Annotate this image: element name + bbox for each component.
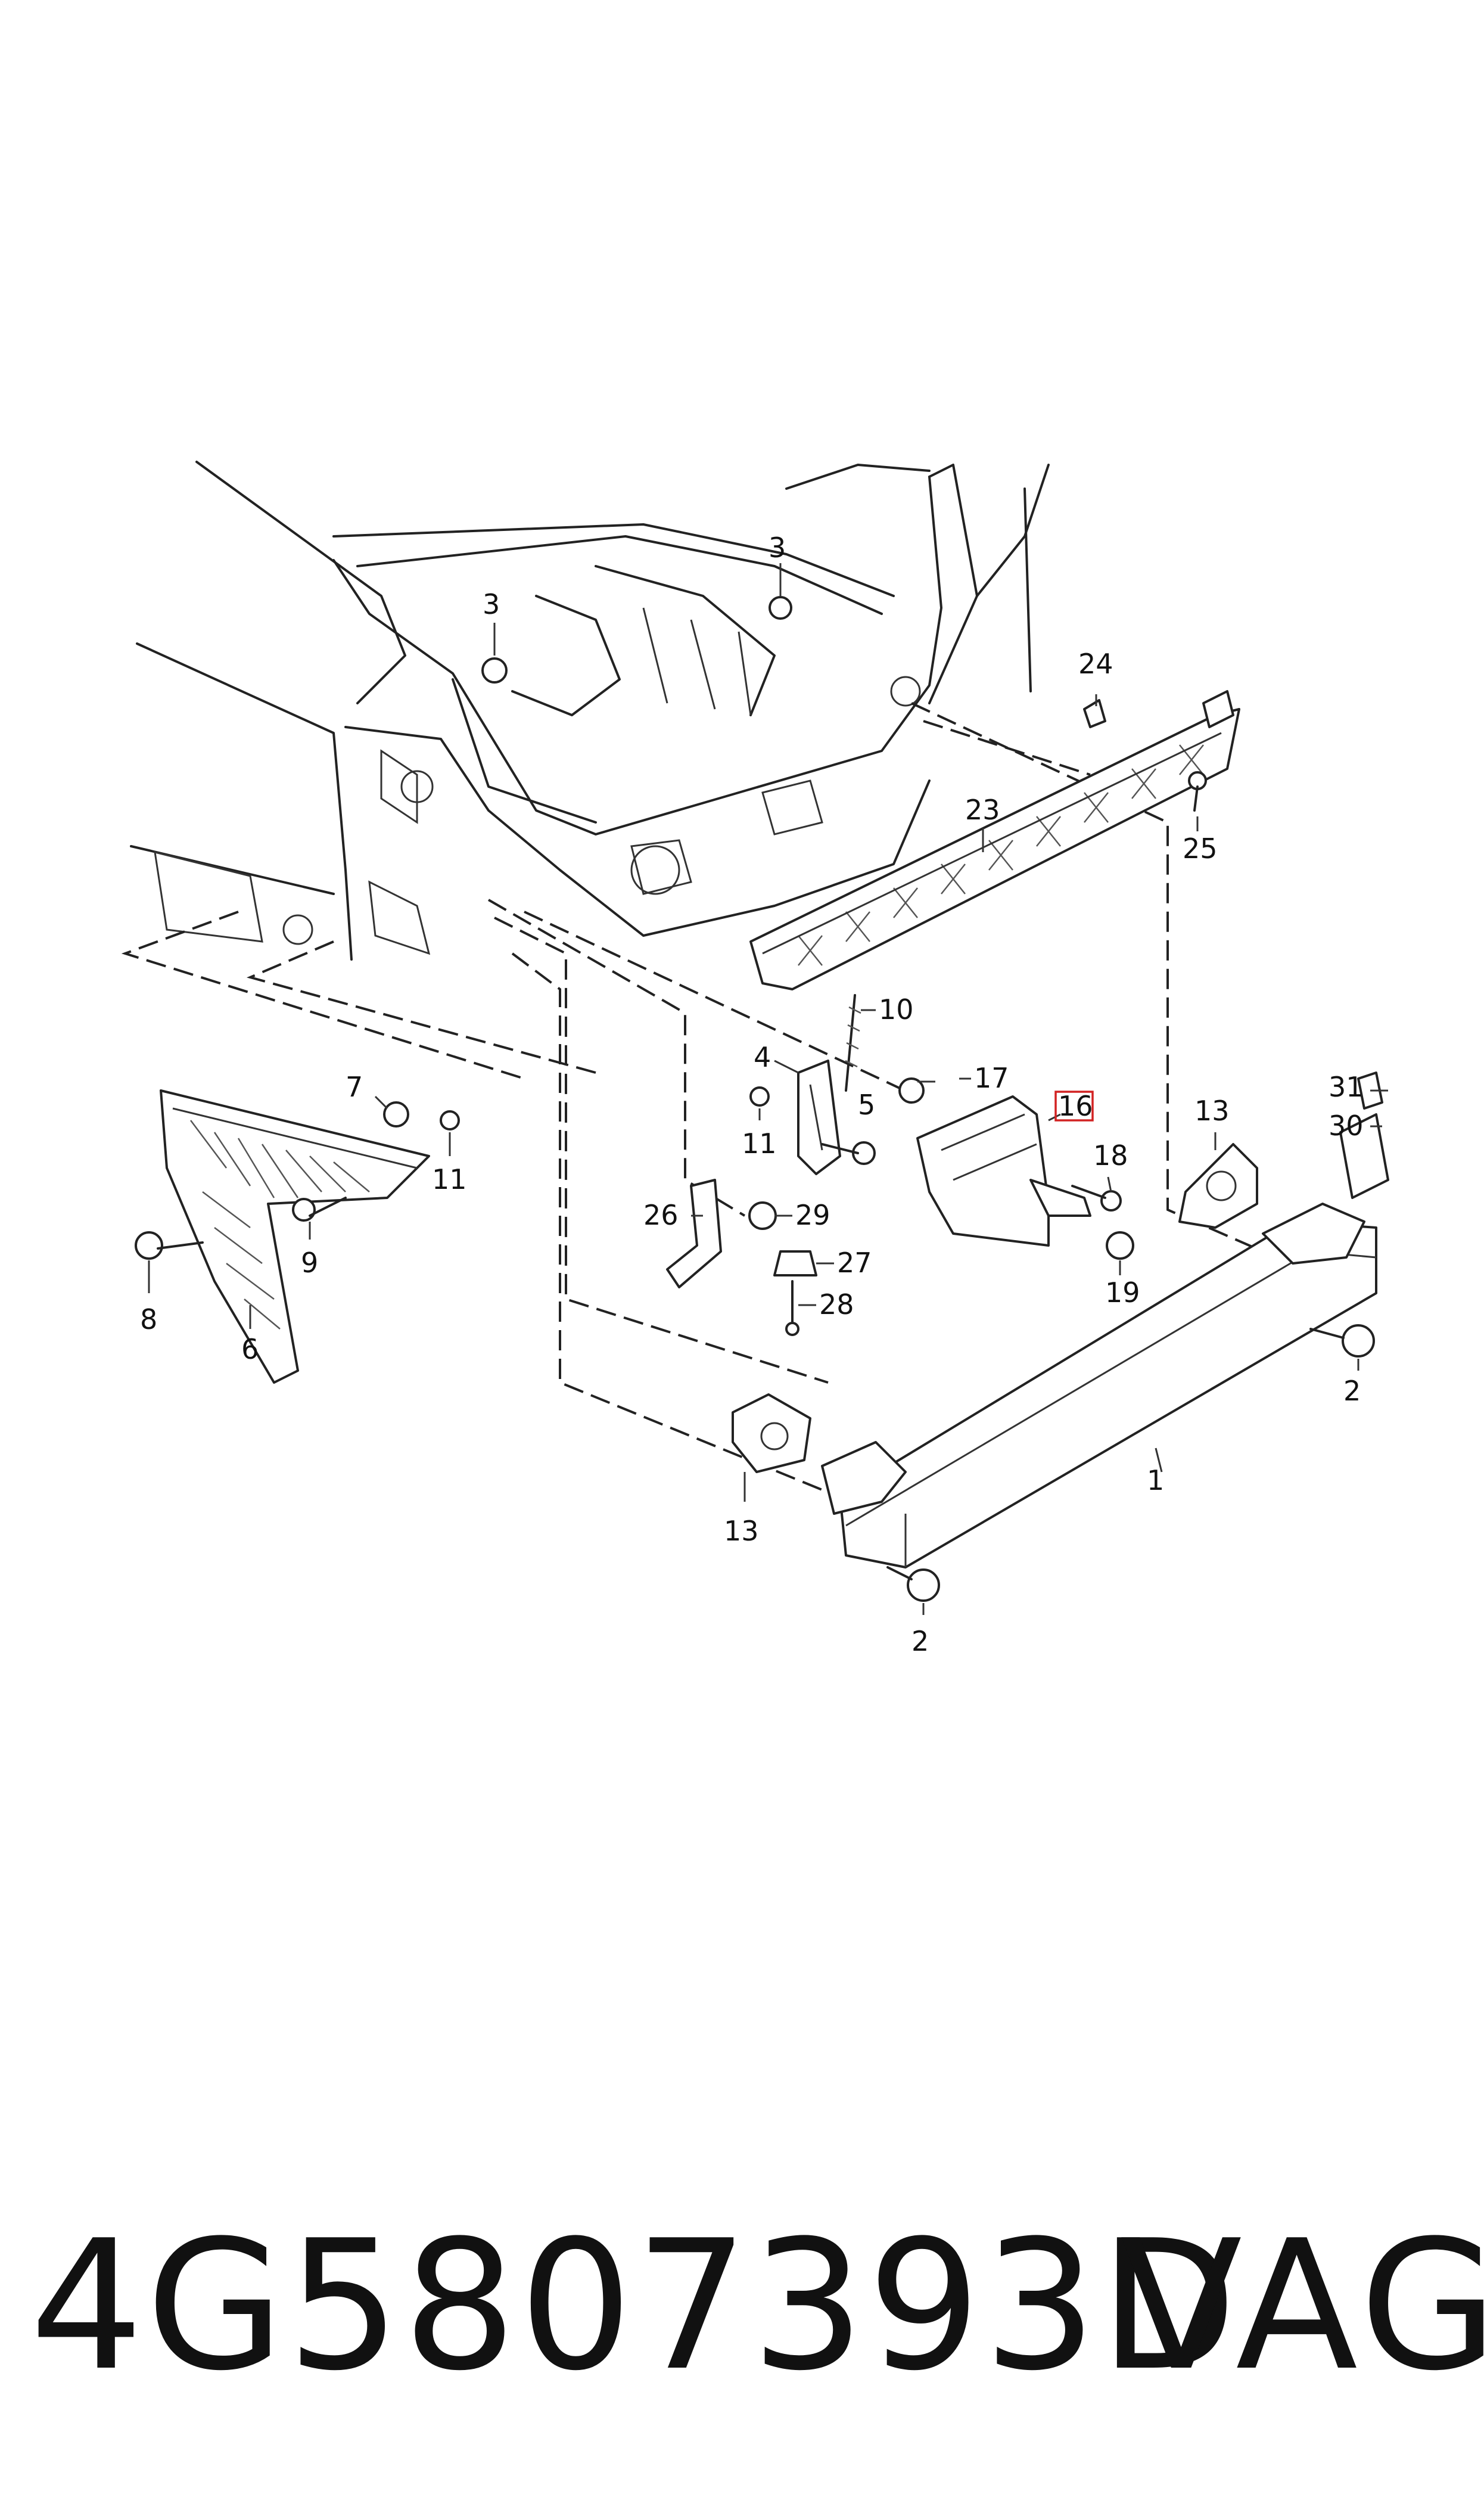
fasteners: [135, 596, 1375, 1602]
label-24: 24: [1078, 648, 1113, 680]
label-11a: 11: [432, 1163, 467, 1195]
label-13b: 13: [724, 1515, 759, 1547]
label-28: 28: [819, 1288, 854, 1321]
parts-diagram: 3 3 24 25 23 10 4 17 5 11 18 19 13 31 30…: [121, 461, 1389, 1657]
label-6: 6: [241, 1333, 259, 1365]
label-10: 10: [879, 993, 914, 1026]
label-25: 25: [1183, 833, 1218, 865]
label-4: 4: [754, 1041, 771, 1073]
highlight-box-16: [1054, 1091, 1094, 1122]
label-2a: 2: [1343, 1375, 1361, 1407]
label-3b: 3: [769, 532, 786, 564]
label-7: 7: [346, 1071, 363, 1103]
label-29: 29: [795, 1199, 830, 1231]
label-23: 23: [965, 794, 1000, 826]
screw-part-10: [845, 994, 861, 1092]
footer: 4G5807393D VAG: [0, 2193, 1484, 2419]
label-5: 5: [858, 1089, 875, 1121]
assembly-guide-lines: [121, 702, 1264, 1491]
label-16: 16: [1058, 1090, 1093, 1122]
label-19: 19: [1105, 1276, 1140, 1309]
label-18: 18: [1093, 1139, 1128, 1172]
label-30: 30: [1329, 1110, 1364, 1142]
label-17: 17: [974, 1062, 1009, 1094]
label-27: 27: [837, 1247, 872, 1279]
label-2b: 2: [911, 1625, 929, 1657]
leader-lines: [148, 563, 1388, 1615]
brand-name: VAG: [1120, 2202, 1484, 2410]
label-9: 9: [301, 1247, 318, 1279]
cross-member-part-1: [821, 1203, 1377, 1568]
callout-labels: 3 3 24 25 23 10 4 17 5 11 18 19 13 31 30…: [140, 532, 1364, 1657]
label-11b: 11: [742, 1128, 777, 1160]
label-3a: 3: [483, 588, 500, 620]
plate-part-13-left: [732, 1393, 811, 1473]
label-8: 8: [140, 1303, 157, 1335]
label-31: 31: [1329, 1071, 1364, 1103]
bracket-part-30: [1339, 1071, 1389, 1199]
label-26: 26: [643, 1199, 679, 1231]
label-13a: 13: [1194, 1095, 1230, 1127]
plate-part-13-right: [1178, 1143, 1258, 1229]
bracket-part-26: [666, 1179, 722, 1288]
bracket-part-4: [797, 1060, 841, 1175]
bracket-part-16: [916, 1095, 1091, 1247]
part-number: 4G5807393D: [30, 2202, 1240, 2410]
guide-profile-part-23: [749, 690, 1240, 990]
label-1: 1: [1147, 1464, 1164, 1496]
car-body: [130, 461, 1050, 961]
left-bracket-part-6: [160, 1089, 430, 1384]
